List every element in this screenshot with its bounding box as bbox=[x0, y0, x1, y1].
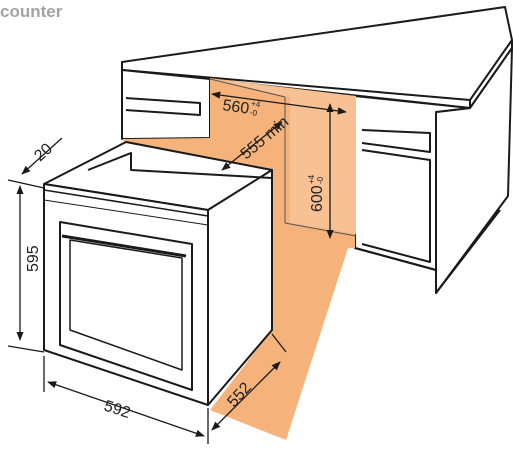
label-niche-height-tol-minus: -0 bbox=[316, 176, 325, 184]
dimension-lines bbox=[7, 91, 347, 444]
oven-handle bbox=[61, 234, 187, 258]
label-oven-height: 595 bbox=[25, 245, 42, 272]
label-niche-height: 600 bbox=[309, 185, 326, 212]
label-niche-height-tol-plus: +4 bbox=[307, 174, 316, 184]
label-niche-width-tol-minus: -0 bbox=[249, 108, 258, 118]
oven-window bbox=[69, 239, 183, 371]
label-niche-width-tol-plus: +4 bbox=[251, 99, 262, 109]
label-depth-offset: 20 bbox=[31, 140, 56, 165]
diagram-title: counter bbox=[0, 2, 63, 21]
oven-unit bbox=[43, 141, 273, 406]
label-niche-width: 560 bbox=[221, 97, 250, 118]
label-oven-width: 592 bbox=[102, 398, 133, 422]
countertop bbox=[121, 6, 513, 101]
counter-cabinet bbox=[121, 6, 513, 294]
